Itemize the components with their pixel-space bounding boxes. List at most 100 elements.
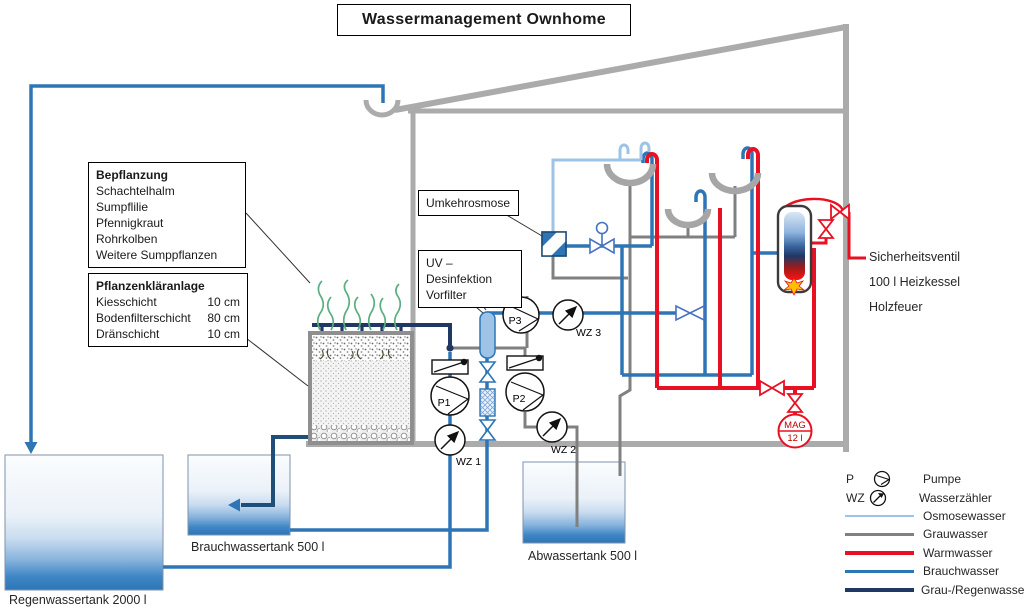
legend-label: Warmwasser: [923, 545, 993, 560]
pump-icon: [872, 470, 916, 488]
safety-return-pipe: [810, 238, 828, 245]
legend-row-line: Warmwasser: [840, 544, 1024, 562]
layer-value: 80 cm: [207, 311, 240, 325]
sand-filter-layer: [311, 361, 411, 425]
mag-label: MAG: [784, 420, 806, 431]
legend-line-swatch: [845, 532, 914, 536]
legend-abbr: WZ: [846, 490, 865, 505]
legend-label: Grau-/Regenwasser: [921, 582, 1024, 597]
wz2-label: WZ 2: [551, 444, 576, 456]
legend-row-line: Grauwasser: [840, 525, 1024, 543]
plant-item: Rohrkolben: [96, 232, 158, 246]
safety-valve-pipe: [847, 212, 866, 260]
legend-line-swatch: [845, 569, 914, 573]
reverse-osmosis-unit: [541, 231, 567, 257]
tanks: [4, 454, 626, 591]
reverse-osmosis-label-box: Umkehrosmose: [418, 190, 519, 216]
water-meter-icon: [868, 489, 912, 507]
legend-label: Osmosewasser: [923, 508, 1006, 523]
mag-volume-label: 12 l: [787, 433, 802, 444]
layer-name: Bodenfilterschicht: [96, 311, 191, 325]
bed-outlet-pipe: [241, 435, 315, 507]
bed-outlet-arrow: [228, 498, 240, 512]
wastewater-tank-label: Abwassertank 500 l: [528, 549, 638, 563]
legend-line-swatch: [845, 514, 914, 518]
p2-label: P2: [513, 393, 526, 405]
plant-item: Sumpflilie: [96, 200, 149, 214]
main-drain-pipe: [618, 180, 632, 476]
drink-tap-1: [618, 143, 630, 160]
water-meter-wz3: WZ 3: [552, 299, 601, 339]
blue-arrows: [24, 442, 240, 512]
wz1-label: WZ 1: [456, 456, 481, 468]
roof-line: [394, 24, 847, 113]
legend-label: Wasserzähler: [919, 490, 992, 505]
plant-item: Pfennigkraut: [96, 216, 164, 230]
wood-fire-label: Holzfeuer: [869, 300, 923, 314]
wood-boiler: [776, 204, 813, 296]
p2-outlet-pipe: [452, 346, 527, 356]
legend-label: Grauwasser: [923, 527, 988, 542]
servicewater-tank-label: Brauchwassertank 500 l: [191, 540, 325, 554]
safety-valve-label: Sicherheitsventil: [869, 250, 961, 264]
legend-row-line: Grau-/Regenwasser: [840, 580, 1024, 598]
junction-dot: [446, 344, 454, 352]
gutter-icon: [363, 99, 401, 118]
flame-icon: [782, 277, 806, 296]
plant-item: Weitere Sumppflanzen: [96, 248, 218, 262]
layer-row: Kiesschicht 10 cm: [96, 294, 240, 310]
gravel-layer: [311, 336, 411, 361]
sink2-basin-icon: [664, 208, 712, 229]
red-valves: [759, 203, 850, 413]
p3-label: P3: [509, 315, 522, 327]
sink1-hot-riser: [645, 152, 659, 388]
layer-row: Bodenfilterschicht 80 cm: [96, 310, 240, 326]
uv-filter-column: [478, 311, 497, 441]
osmosis-supply-pipe: [551, 158, 641, 233]
rainwater-tank: [4, 454, 164, 591]
sink3-hot-riser: [746, 147, 760, 388]
planting-box: Bepflanzung Schachtelhalm Sumpflilie Pfe…: [88, 162, 246, 268]
layer-name: Dränschicht: [96, 327, 160, 341]
legend: P Pumpe WZ Wasserzähler Osmosewasser Gra…: [840, 470, 1024, 599]
prefilter-icon: [479, 388, 496, 417]
layer-row: Dränschicht 10 cm: [96, 326, 240, 342]
plant-roots: [319, 348, 393, 360]
legend-row-line: Brauchwasser: [840, 562, 1024, 580]
uv-label-line1: UV – Desinfektion: [426, 256, 493, 286]
legend-label: Brauchwasser: [923, 564, 1000, 579]
boiler-label: 100 l Heizkessel: [869, 275, 961, 289]
planting-title: Bepflanzung: [96, 168, 168, 182]
sink2-cold-riser: [694, 189, 707, 375]
plant-bed: [308, 279, 414, 445]
bed-distribution-pipe: [312, 323, 452, 348]
legend-line-swatch: [845, 550, 914, 555]
sink1-cold-riser: [641, 151, 654, 246]
layer-value: 10 cm: [207, 327, 240, 341]
bed-border: [308, 331, 414, 445]
sink1-basin-icon: [603, 163, 657, 187]
p1-label: P1: [438, 397, 451, 409]
osmosis-globe-valve-icon: [589, 221, 615, 255]
rain-downpipe: [29, 84, 385, 442]
rainwater-tank-label: Regenwassertank 2000 l: [9, 593, 147, 607]
drainage-layer: [311, 425, 411, 441]
legend-abbr: P: [846, 472, 855, 487]
water-meter-wz1: WZ 1: [434, 424, 481, 468]
drink-tap-2: [639, 141, 651, 160]
legend-row-pump: P Pumpe: [840, 470, 1024, 488]
pump-p2: P2: [505, 354, 545, 412]
osmosis-water-pipes: [551, 141, 651, 233]
rain-arrow: [24, 442, 38, 454]
water-meter-wz2: WZ 2: [536, 411, 576, 456]
wastewater-tank: [522, 461, 626, 544]
uv-label-line2: Vorfilter: [426, 288, 467, 302]
sink3-cold-riser: [741, 146, 754, 375]
sink3-basin-icon: [708, 172, 762, 195]
rainwater-suction-pipe: [163, 352, 452, 569]
page-title: Wassermanagement Ownhome: [337, 4, 631, 36]
expansion-vessel: MAG 12 l: [777, 413, 813, 449]
valve-icons: [478, 361, 497, 441]
